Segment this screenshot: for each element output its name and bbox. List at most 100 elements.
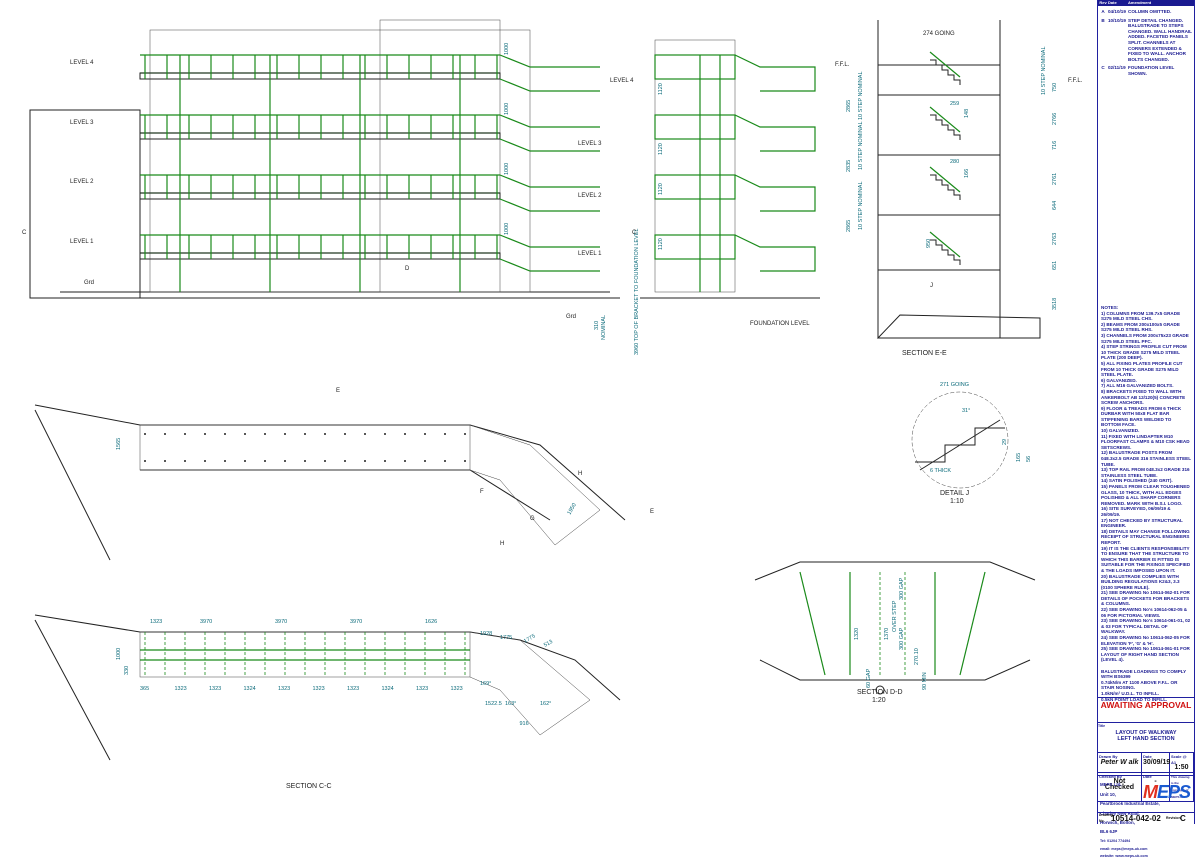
note-item: 12) BALUSTRADE POSTS FROM 048.3x2.5 GRAD… [1101,450,1191,467]
date-col-header: Date [1108,0,1117,5]
note-item: 18) DETAILS MAY CHANGE FOLLOWING RECEIPT… [1101,528,1190,545]
dimension: 365 [140,686,149,692]
dimension: 1324 [244,686,256,692]
dimension: 29 [1002,439,1008,445]
dimension: 310 [594,321,600,330]
date: 30/09/19 [1143,758,1171,766]
rev-letter: C [1101,65,1105,71]
ffl-label: F.F.L. [835,62,850,68]
thickness-label: 6 THICK [930,468,951,474]
note-item: 10) GALVANIZED. [1101,428,1140,434]
dimension: 1370 [884,628,890,640]
section-marker: E [336,388,340,394]
angle-label: 162° [540,701,551,707]
dimension: 300 GAP [899,627,905,650]
note-item: 3) CHANNELS FROM 200x75x23 GRADE S275 MI… [1101,332,1189,344]
rev-date: 02/11/19 [1108,65,1126,71]
rev-text: STEP DETAIL CHANGED. BALUSTRADE TO STEPS… [1128,17,1192,62]
section-marker: G [530,516,535,522]
angle-label: 31° [962,408,970,414]
level-label: LEVEL 1 [70,239,94,245]
title-label: Title [1098,724,1106,728]
drawing-number-value: 10514-042-02 [1111,814,1161,824]
company-line: Peartbrook Industrial Estate, [1100,801,1160,807]
ffl-label: F.F.L. [1068,78,1083,84]
title-line: LAYOUT OF WALKWAY [1115,729,1177,736]
dimension: 166 [964,169,970,178]
dimension: 1320 [854,628,860,640]
section-marker: F [480,489,484,495]
dimension: 1928 [480,631,492,637]
note-item: 1) COLUMNS FROM 139.7x5 GRADE S275 MILD … [1101,310,1181,322]
dimension: 1120 [658,83,664,95]
dimension: 2865 [846,220,852,232]
level-label: LEVEL 3 [70,120,94,126]
dimension: 950 [926,239,932,248]
dimension: 1000 [504,103,510,115]
status-badge: AWAITING APPROVAL [1098,697,1194,712]
step-note: 10 STEP NOMINAL [858,182,864,231]
dimension: 56 [1026,456,1032,462]
contact-line: email: meps@meps-uk.com [1100,846,1148,851]
loading-note: 0.5kN POINT LOAD TO INFILL. [1101,696,1168,702]
scale: 1:50 [1174,764,1189,772]
foundation-label: FOUNDATION LEVEL [750,321,810,327]
level-label: LEVEL 2 [70,179,94,185]
dimension: 148 [964,109,970,118]
section-title: SECTION C-C [286,783,332,790]
company-line: Charley New Road, [1100,810,1140,816]
copyright: This drawing is the copyright of MEPS Lt… [1171,774,1190,799]
dimension: 2761 [1052,173,1058,185]
dimension: 1000 [504,223,510,235]
dimension: 2766 [1052,113,1058,125]
dimension: 1323 [175,686,187,692]
level-label: LEVEL 1 [578,251,602,257]
notes-title: NOTES: [1101,305,1119,310]
drawing-number-label: Drawing No [1099,813,1113,823]
dimension: 2865 [846,100,852,112]
dimension: 259 [950,101,959,107]
rev-letter: A [1101,9,1105,14]
dimension: 90 MIN [922,672,928,690]
company-line: Unit 10, [1100,791,1116,797]
dimension: 1000 [504,163,510,175]
note-item: 6) GALVANIZED. [1101,377,1137,383]
dimension: 1323 [347,686,359,692]
going-label: 274 GOING [923,31,955,37]
note-item: 19) IT IS THE CLIENTS RESPONSIBILITY TO … [1101,545,1191,573]
rev-text: COLUMN OMITTED. [1128,9,1172,14]
dimension: 2835 [846,160,852,172]
grid-label: D [405,266,410,272]
dimension: 1324 [382,686,394,692]
amendment-col-header: Amendment [1128,0,1152,5]
dimension: 1323 [150,619,162,625]
step-note: 10 STEP NOMINAL [858,72,864,121]
note-item: 15) PANELS FROM CLEAR TOUGHENED GLASS, 1… [1101,484,1190,506]
note-item: 17) NOT CHECKED BY STRUCTURAL ENGINEER. [1101,517,1183,529]
note-item: 11) FIXED WITH LINDAPTER M10 FLOORFAST C… [1101,433,1190,450]
dimension: 1323 [278,686,290,692]
dimension: 280 [950,159,959,165]
note-item: 4) STEP STRINGS PROFILE CUT FROM 10 THIC… [1101,344,1187,361]
dimension: 60 GAP [866,668,872,688]
note-item: 8) BRACKETS FIXED TO WALL WITH ANKERBOLT… [1101,388,1186,406]
check-date: - [1154,778,1157,786]
dimension: 1323 [313,686,325,692]
note-item: 16) SITE SURVEYED, 06/09/19 & 26/09/19. [1101,506,1171,517]
drawn-by: Peter W alk [1100,758,1139,766]
front-elevation: LEVEL 4 LEVEL 3 LEVEL 2 LEVEL 1 LEVEL 4 … [22,19,634,340]
section-d-d: 1320 1370 300 GAP OVER STEP 300 GAP 60 G… [754,561,1036,704]
level-label: LEVEL 3 [578,141,602,147]
dimension: 644 [1052,201,1058,210]
dimension: 916 [520,721,529,727]
date-label: Date [1143,754,1152,759]
note-item: 9) FLOOR & TREADS FROM 6 THICK DURBAR WI… [1101,405,1182,428]
dimension: 651 [1052,261,1058,270]
dimension: 1000 [504,43,510,55]
rev-date: 10/10/19 [1108,17,1126,23]
ground-label: Grd [84,280,94,286]
drawn-label: Drawn By [1099,754,1118,759]
